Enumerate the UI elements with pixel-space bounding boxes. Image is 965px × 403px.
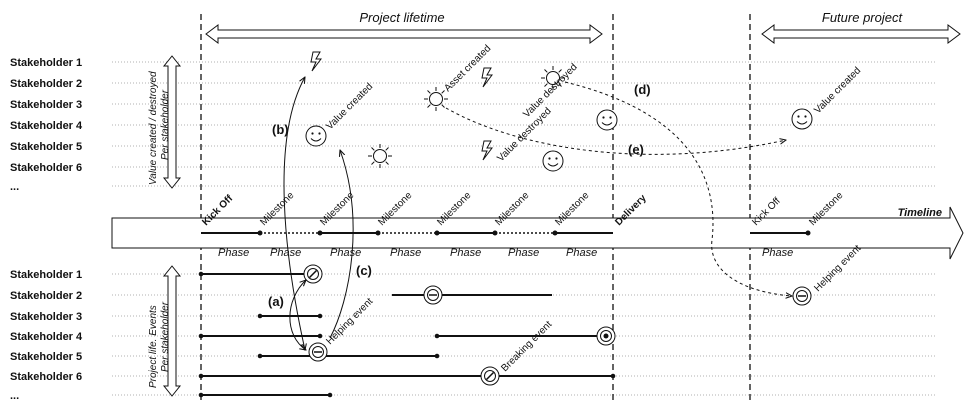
phase-label-3: Phase xyxy=(330,247,361,259)
phase-label-7: Phase xyxy=(566,247,597,259)
top-stakeholder-1-label: Stakeholder 1 xyxy=(10,57,82,69)
timeline-label: Timeline xyxy=(898,207,942,219)
top-stakeholder-5-label: Stakeholder 5 xyxy=(10,141,82,153)
lightning-icon xyxy=(481,140,493,161)
value-created-future-label: Value created xyxy=(812,65,863,116)
lightning-icon xyxy=(481,67,493,88)
event-circle-icon xyxy=(596,326,616,346)
side-axis-bottom: Project life. Events Per stakeholder xyxy=(148,265,182,397)
smiley-icon xyxy=(542,150,564,172)
bottom-stakeholder-2-label: Stakeholder 2 xyxy=(10,290,82,302)
bottom-stakeholder-1-label: Stakeholder 1 xyxy=(10,269,82,281)
event-circle-icon xyxy=(480,366,500,386)
sun-icon xyxy=(423,86,449,112)
annotation-d: (d) xyxy=(634,82,651,97)
connection-curves xyxy=(283,77,792,350)
project-lifetime-label: Project lifetime xyxy=(359,10,444,25)
phase-line xyxy=(201,230,811,236)
timeline-arrow: Timeline xyxy=(111,206,964,260)
top-row-lines xyxy=(112,61,935,187)
top-stakeholder-labels: Stakeholder 1 Stakeholder 2 Stakeholder … xyxy=(10,57,83,193)
smiley-icon xyxy=(305,125,327,147)
phase-label-future: Phase xyxy=(762,247,793,259)
smiley-icon xyxy=(596,109,618,131)
stakeholder-event-lines xyxy=(198,271,616,398)
breaking-event-label: Breaking event xyxy=(499,319,554,374)
helping-event-label-2: Helping event xyxy=(812,243,863,294)
side-label-per-stakeholder-bottom: Per stakeholder xyxy=(160,301,171,372)
bottom-stakeholder-more-label: ... xyxy=(10,390,19,402)
letter-annotations: (b) (a) (c) (d) (e) xyxy=(268,82,651,309)
bottom-stakeholder-5-label: Stakeholder 5 xyxy=(10,351,82,363)
phase-label-6: Phase xyxy=(508,247,539,259)
side-axis-top: Value created / destroyed Per stakeholde… xyxy=(148,55,182,189)
project-lifetime-arrow: Project lifetime xyxy=(205,10,603,44)
side-label-value-created: Value created / destroyed xyxy=(148,71,159,185)
side-label-project-events: Project life. Events xyxy=(148,305,159,388)
bottom-stakeholder-6-label: Stakeholder 6 xyxy=(10,371,82,383)
sun-icon xyxy=(367,143,393,169)
top-stakeholder-2-label: Stakeholder 2 xyxy=(10,78,82,90)
event-circle-icon xyxy=(792,286,812,306)
lightning-icon xyxy=(310,51,322,72)
top-stakeholder-3-label: Stakeholder 3 xyxy=(10,99,82,111)
phase-label-1: Phase xyxy=(218,247,249,259)
bottom-stakeholder-4-label: Stakeholder 4 xyxy=(10,331,83,343)
annotation-labels: Value created Asset created Value destro… xyxy=(324,43,863,374)
phase-label-5: Phase xyxy=(450,247,481,259)
phase-label-2: Phase xyxy=(270,247,301,259)
event-circle-icon xyxy=(303,264,323,284)
phase-label-4: Phase xyxy=(390,247,421,259)
side-label-per-stakeholder-top: Per stakeholder xyxy=(160,89,171,160)
value-created-label: Value created xyxy=(324,81,375,132)
phase-labels: Phase Phase Phase Phase Phase Phase Phas… xyxy=(218,247,793,259)
annotation-a: (a) xyxy=(268,294,284,309)
annotation-b: (b) xyxy=(272,122,289,137)
annotation-e: (e) xyxy=(628,142,644,157)
bottom-stakeholder-3-label: Stakeholder 3 xyxy=(10,311,82,323)
top-stakeholder-more-label: ... xyxy=(10,181,19,193)
future-project-arrow: Future project xyxy=(761,10,961,44)
future-project-label: Future project xyxy=(822,10,904,25)
helping-event-label-1: Helping event xyxy=(324,296,375,347)
top-stakeholder-4-label: Stakeholder 4 xyxy=(10,120,83,132)
top-stakeholder-6-label: Stakeholder 6 xyxy=(10,162,82,174)
bottom-stakeholder-labels: Stakeholder 1 Stakeholder 2 Stakeholder … xyxy=(10,269,83,402)
smiley-icon xyxy=(791,108,813,130)
annotation-c: (c) xyxy=(356,263,372,278)
event-circle-icon xyxy=(308,342,328,362)
event-circle-icon xyxy=(423,285,443,305)
